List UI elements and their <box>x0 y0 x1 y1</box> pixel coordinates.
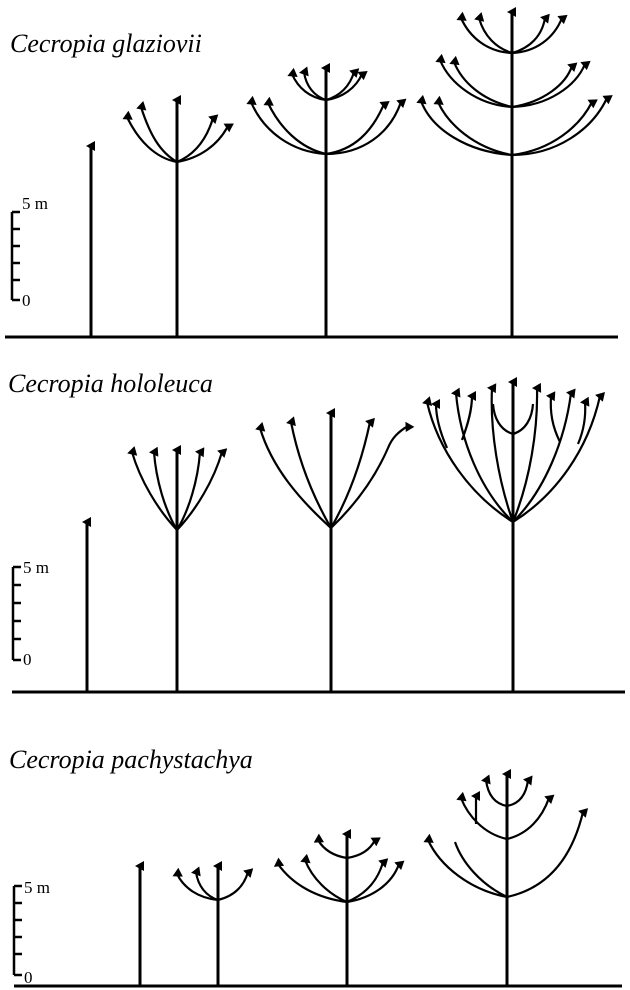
scale-bar <box>13 567 21 660</box>
scale-bottom-label: 0 <box>24 968 33 987</box>
tree-stage-4 <box>428 774 583 986</box>
tree-stage-3 <box>260 413 408 692</box>
tree-stage-3 <box>251 68 401 337</box>
scale-top-label: 5 m <box>22 194 48 213</box>
tree-stage-2 <box>177 866 248 986</box>
panel-hololeuca: Cecropia hololeuca 5 m 0 <box>8 369 625 692</box>
tree-stage-2 <box>127 100 228 337</box>
tree-stage-2 <box>132 450 222 692</box>
panel-title: Cecropia glaziovii <box>10 29 202 58</box>
scale-top-label: 5 m <box>23 558 49 577</box>
panel-title: Cecropia pachystachya <box>9 745 253 774</box>
tree-stage-3 <box>278 834 399 986</box>
scale-bottom-label: 0 <box>23 650 32 669</box>
panel-pachystachya: Cecropia pachystachya 5 m 0 <box>9 745 622 987</box>
panel-glaziovii: Cecropia glaziovii 5 m 0 <box>5 12 618 337</box>
scale-bar <box>12 212 20 300</box>
scale-bar <box>14 886 22 975</box>
scale-bottom-label: 0 <box>22 291 31 310</box>
panel-title: Cecropia hololeuca <box>8 369 213 398</box>
tree-stage-4 <box>427 382 600 692</box>
scale-top-label: 5 m <box>24 878 50 897</box>
tree-stage-4 <box>421 12 607 337</box>
